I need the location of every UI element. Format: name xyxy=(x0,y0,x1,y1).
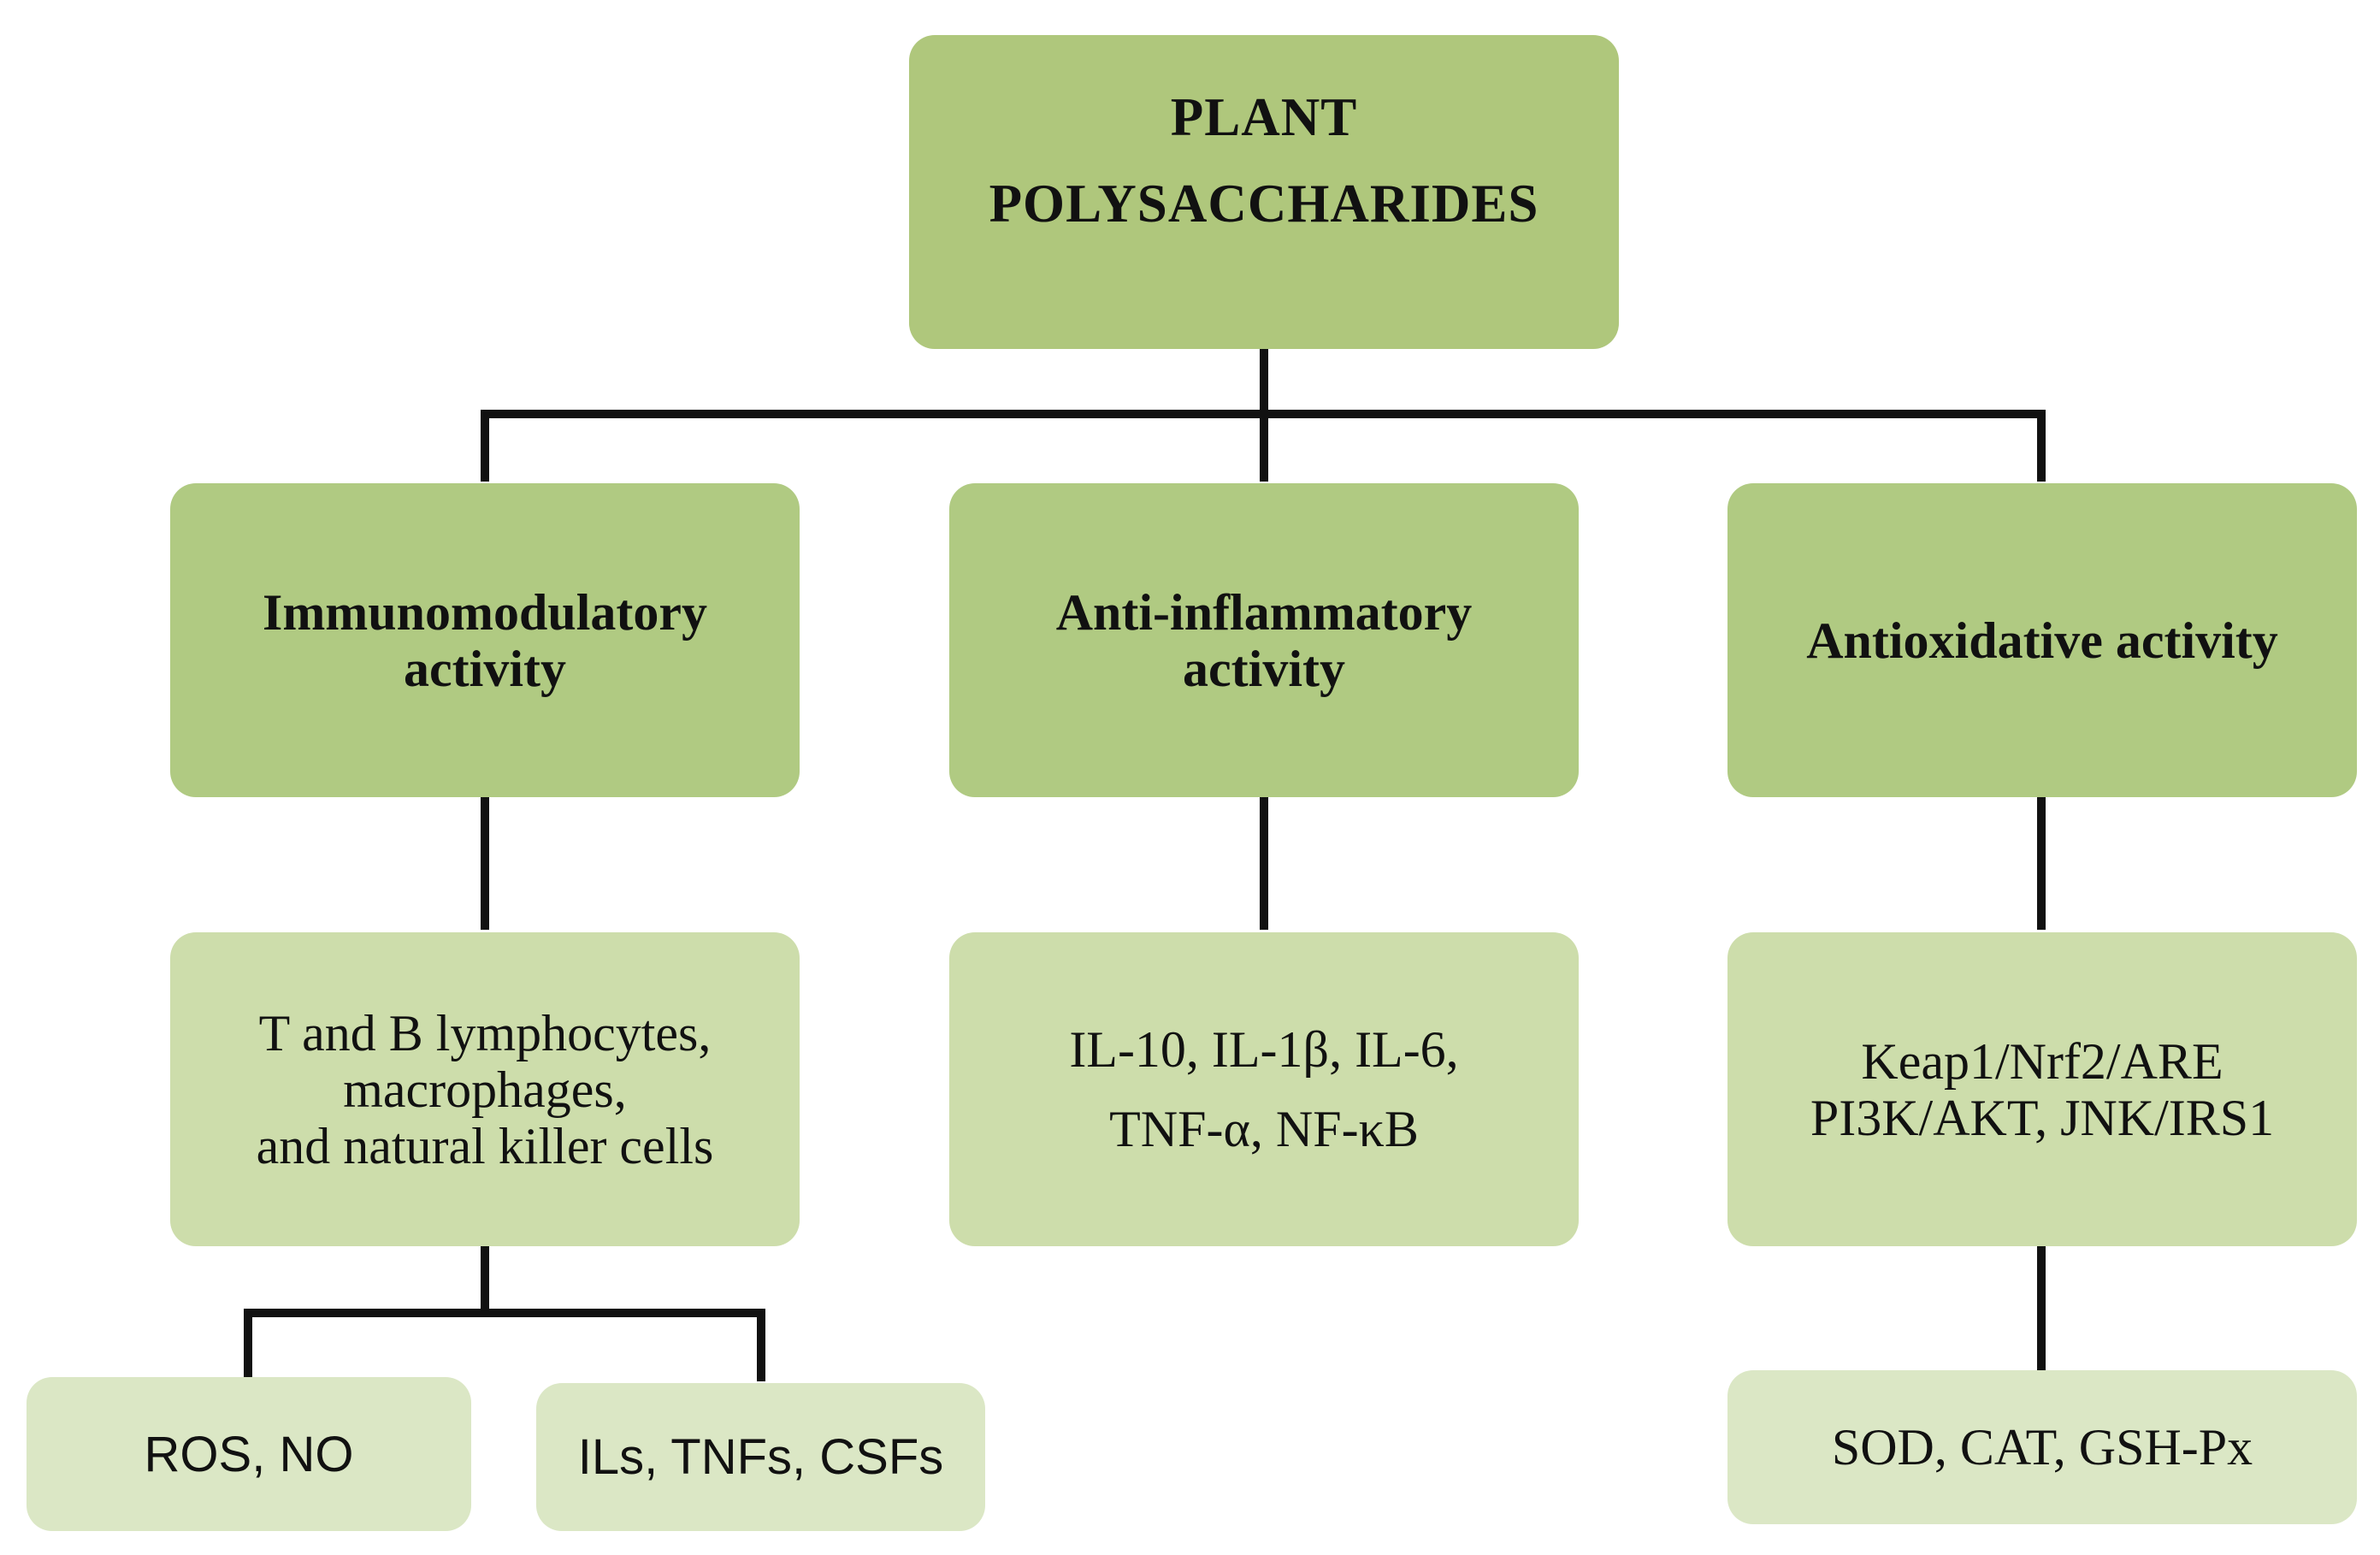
root-node-plant-polysaccharides: PLANT POLYSACCHARIDES xyxy=(909,35,1619,349)
detail-node-pathways: Keap1/Nrf2/ARE PI3K/AKT, JNK/IRS1 xyxy=(1727,932,2357,1246)
detail-node-cytokines: IL-10, IL-1β, IL-6, TNF-α, NF-κB xyxy=(949,932,1579,1246)
category-node-antioxidative: Antioxidative activity xyxy=(1727,483,2357,797)
leaf-node-ros-no: ROS, NO xyxy=(27,1377,471,1531)
root-node-label: PLANT POLYSACCHARIDES xyxy=(989,87,1539,234)
category-label-immunomodulatory: Immunomodulatory activity xyxy=(262,583,708,697)
leaf-label-ils-tnfs-csfs: ILs, TNFs, CSFs xyxy=(577,1429,944,1485)
category-node-anti-inflammatory: Anti-inflammatory activity xyxy=(949,483,1579,797)
detail-label-cytokines: IL-10, IL-1β, IL-6, TNF-α, NF-κB xyxy=(1069,1020,1459,1157)
leaf-node-ils-tnfs-csfs: ILs, TNFs, CSFs xyxy=(536,1383,985,1531)
leaf-label-ros-no: ROS, NO xyxy=(144,1426,354,1482)
category-label-anti-inflammatory: Anti-inflammatory activity xyxy=(1055,583,1473,697)
detail-label-immune-cells: T and B lymphocytes, macrophages, and na… xyxy=(256,1004,714,1174)
detail-label-pathways: Keap1/Nrf2/ARE PI3K/AKT, JNK/IRS1 xyxy=(1810,1032,2275,1146)
leaf-node-antioxidant-enzymes: SOD, CAT, GSH-Px xyxy=(1727,1370,2357,1524)
category-node-immunomodulatory: Immunomodulatory activity xyxy=(170,483,800,797)
leaf-label-antioxidant-enzymes: SOD, CAT, GSH-Px xyxy=(1831,1418,2253,1475)
category-label-antioxidative: Antioxidative activity xyxy=(1806,612,2278,669)
detail-node-immune-cells: T and B lymphocytes, macrophages, and na… xyxy=(170,932,800,1246)
